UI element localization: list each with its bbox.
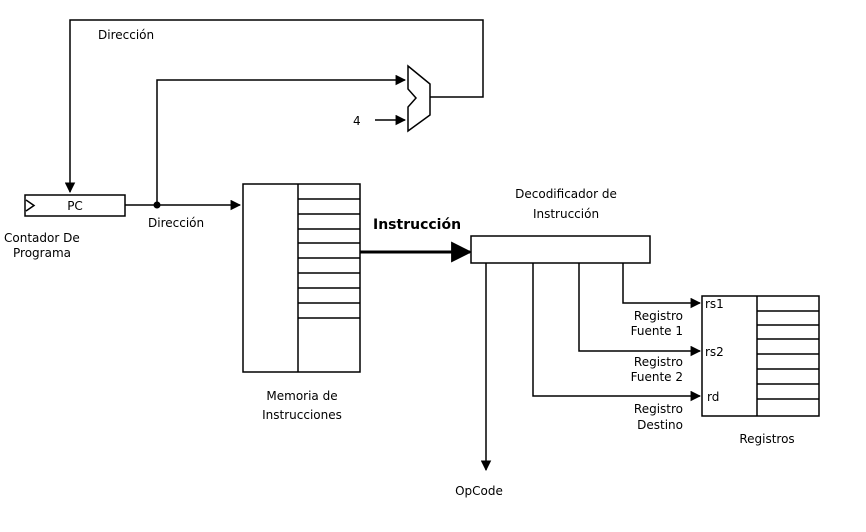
rs2-wire [578, 263, 702, 357]
direccion-top-label: Dirección [98, 28, 154, 42]
instruction-memory [242, 183, 361, 373]
memoria-label-1: Memoria de [266, 389, 337, 403]
rs1-label: rs1 [705, 297, 724, 311]
instruccion-label: Instrucción [373, 217, 461, 233]
pc-label: PC [67, 199, 83, 213]
registros-label: Registros [739, 432, 794, 446]
destino-label-1: Registro [634, 402, 683, 416]
junction-dot [153, 201, 161, 209]
fuente2-label-1: Registro [634, 355, 683, 369]
opcode-label: OpCode [455, 484, 503, 498]
decodificador-label-2: Instrucción [533, 207, 599, 221]
clock-icon [25, 199, 36, 212]
pc-to-adder-wire [156, 74, 407, 205]
direccion-mid-label: Dirección [148, 216, 204, 230]
register-file [701, 295, 820, 417]
adder [407, 64, 431, 133]
decodificador-label-1: Decodificador de [515, 187, 617, 201]
four-label: 4 [353, 114, 361, 128]
register-rows [757, 310, 819, 400]
rs2-label: rs2 [705, 345, 724, 359]
feedback-wire [64, 19, 484, 194]
destino-label-2: Destino [637, 418, 683, 432]
rs1-wire [622, 263, 702, 309]
fuente1-label-2: Fuente 1 [631, 324, 683, 338]
contador-label-1: Contador De [4, 231, 80, 245]
memory-rows [298, 198, 360, 319]
rd-label: rd [707, 390, 719, 404]
fuente1-label-1: Registro [634, 309, 683, 323]
rd-wire [532, 263, 702, 402]
instruction-decoder [470, 235, 651, 264]
contador-label-2: Programa [13, 246, 71, 260]
memoria-label-2: Instrucciones [262, 408, 342, 422]
fuente2-label-2: Fuente 2 [631, 370, 683, 384]
